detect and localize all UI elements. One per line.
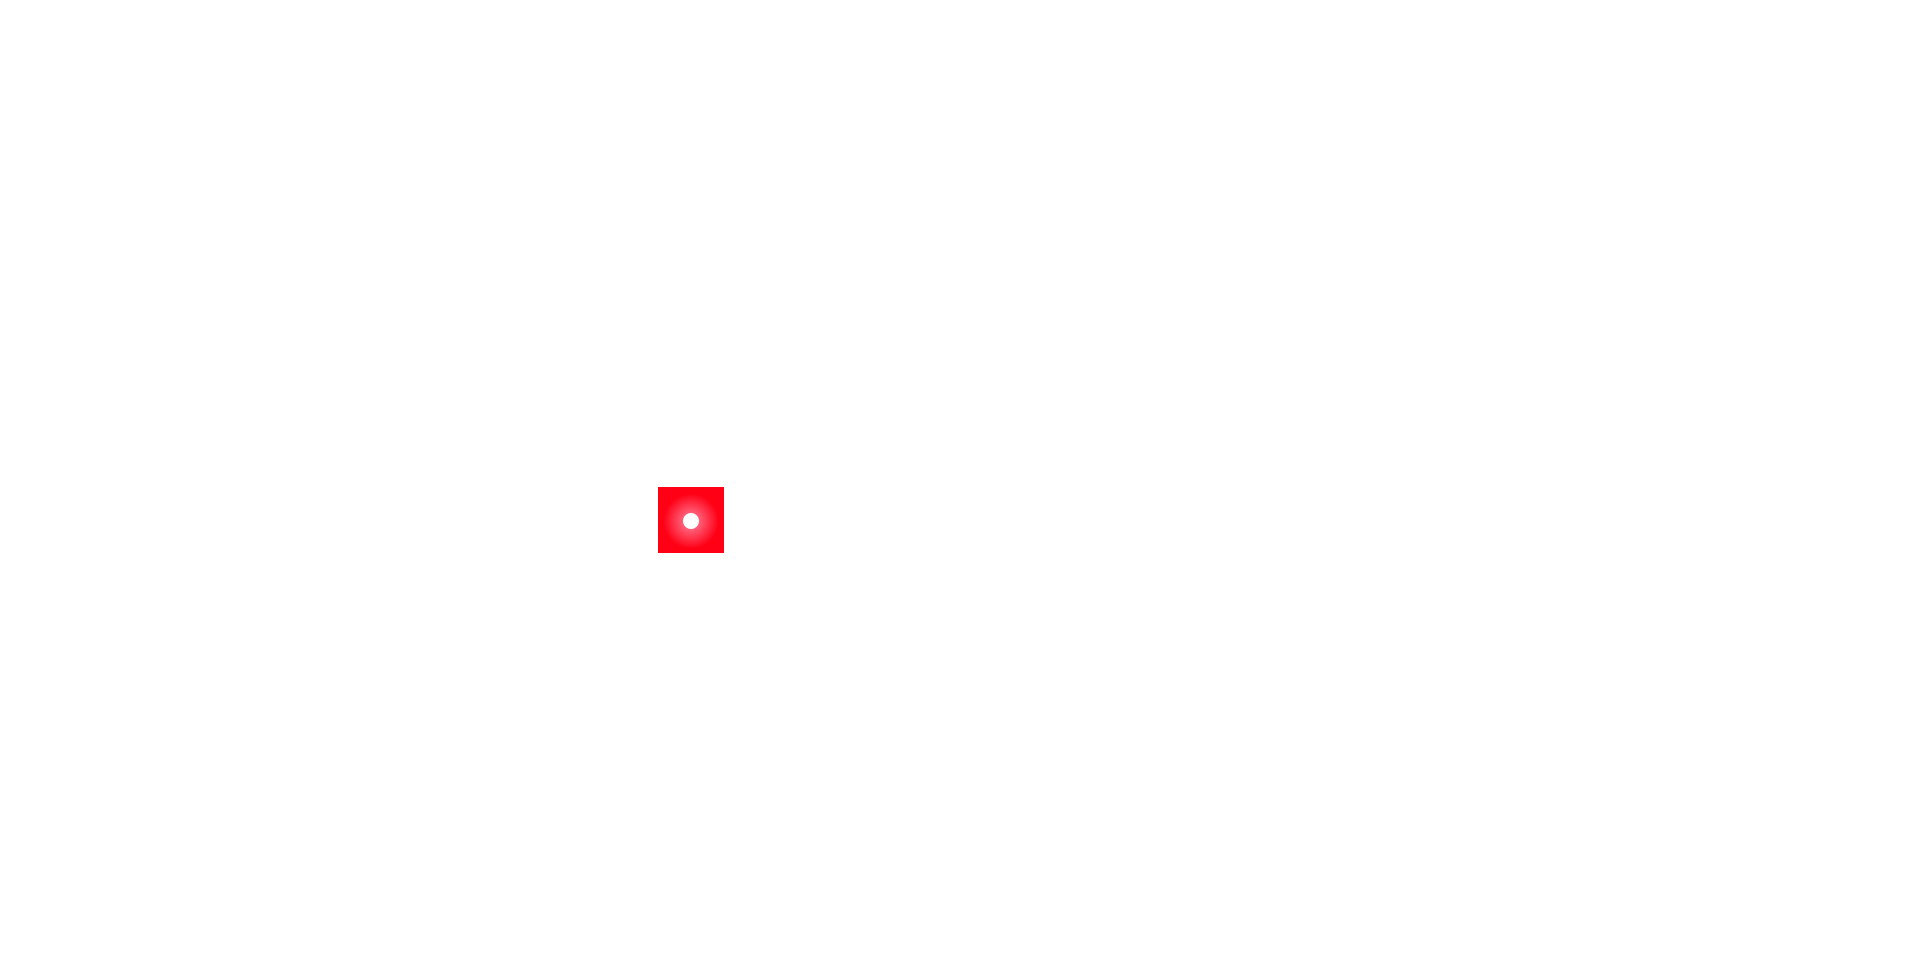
marker-center-dot-icon (683, 513, 699, 530)
red-square-marker-icon[interactable] (658, 487, 724, 553)
